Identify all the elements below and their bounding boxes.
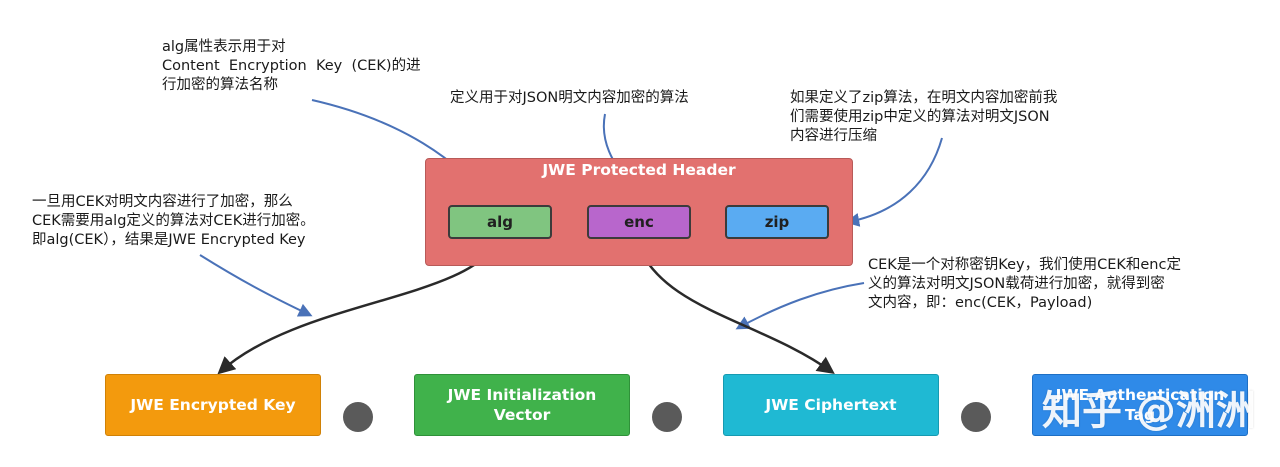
zip-field: zip: [725, 205, 829, 239]
enc-field: enc: [587, 205, 691, 239]
jwe-protected-header: JWE Protected Header alg enc zip: [425, 158, 853, 266]
enc-note: 定义用于对JSON明文内容加密的算法: [450, 89, 689, 108]
cek-payload-note: CEK是一个对称密钥Key，我们使用CEK和enc定 义的算法对明文JSON载荷…: [868, 256, 1181, 313]
cek-encrypt-note-line-2: CEK需要用alg定义的算法对CEK进行加密。: [32, 213, 315, 229]
separator-dot-1: [343, 402, 373, 432]
jwe-initialization-vector-box: JWE Initialization Vector: [414, 374, 630, 436]
alg-field: alg: [448, 205, 552, 239]
jwe-protected-header-title: JWE Protected Header: [542, 161, 736, 179]
cek-payload-note-arrow: [735, 282, 865, 330]
jwe-encrypted-key-label: JWE Encrypted Key: [130, 396, 296, 414]
cek-payload-note-line-2: 义的算法对明文JSON载荷进行加密，就得到密: [868, 276, 1165, 292]
cek-encrypt-note-arrow: [199, 254, 313, 317]
jwe-authentication-tag-box: JWE Authentication Tag: [1032, 374, 1248, 436]
jwe-initialization-vector-label: JWE Initialization Vector: [447, 386, 597, 424]
jwe-encrypted-key-box: JWE Encrypted Key: [105, 374, 321, 436]
separator-dot-2: [652, 402, 682, 432]
cek-payload-note-line-3: 文内容，即：enc(CEK，Payload): [868, 295, 1093, 311]
jwe-authentication-tag-label: JWE Authentication Tag: [1055, 386, 1225, 424]
zip-note-line-2: 们需要使用zip中定义的算法对明文JSON: [790, 109, 1050, 125]
separator-dot-3: [961, 402, 991, 432]
cek-encrypt-note: 一旦用CEK对明文内容进行了加密，那么 CEK需要用alg定义的算法对CEK进行…: [32, 193, 315, 250]
alg-note-line-3: 行加密的算法名称: [162, 77, 278, 93]
cek-encrypt-note-line-3: 即alg(CEK），结果是JWE Encrypted Key: [32, 232, 306, 248]
enc-note-line-1: 定义用于对JSON明文内容加密的算法: [450, 90, 689, 106]
jwe-ciphertext-box: JWE Ciphertext: [723, 374, 939, 436]
jwe-ciphertext-label: JWE Ciphertext: [765, 396, 897, 414]
zhihu-watermark: 知乎 @洲洲: [1042, 388, 1256, 434]
alg-note-line-1: alg属性表示用于对: [162, 39, 286, 55]
cek-payload-note-line-1: CEK是一个对称密钥Key，我们使用CEK和enc定: [868, 257, 1181, 273]
alg-note: alg属性表示用于对 Content Encryption Key (CEK)的…: [162, 38, 421, 95]
zip-note-line-1: 如果定义了zip算法，在明文内容加密前我: [790, 90, 1058, 106]
alg-note-line-2: Content Encryption Key (CEK)的进: [162, 58, 421, 74]
cek-encrypt-note-line-1: 一旦用CEK对明文内容进行了加密，那么: [32, 194, 293, 210]
zip-note-line-3: 内容进行压缩: [790, 128, 877, 144]
zip-note-arrow: [845, 137, 943, 227]
zip-note: 如果定义了zip算法，在明文内容加密前我 们需要使用zip中定义的算法对明文JS…: [790, 89, 1057, 146]
